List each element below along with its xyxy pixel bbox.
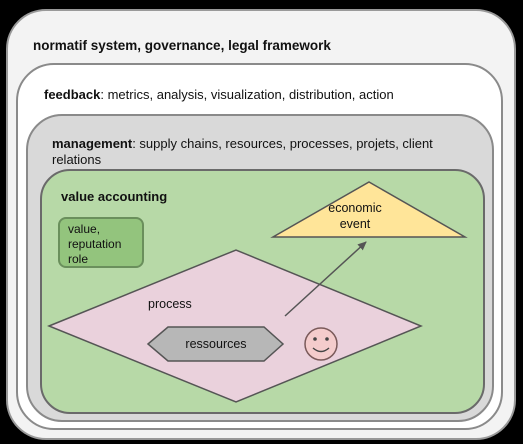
smiley-face-icon bbox=[304, 327, 338, 361]
normatif-title: normatif system, governance, legal frame… bbox=[33, 38, 331, 53]
management-detail: : supply chains, resources, processes, p… bbox=[52, 136, 433, 167]
feedback-detail: : metrics, analysis, visualization, dist… bbox=[100, 87, 394, 102]
resources-hexagon bbox=[146, 326, 285, 362]
value-accounting-title: value accounting bbox=[61, 189, 168, 204]
economic-event-label: economic event bbox=[325, 200, 385, 232]
arrow-icon bbox=[284, 241, 367, 317]
value-box-line2: reputation bbox=[68, 237, 122, 251]
economic-event-triangle bbox=[270, 181, 468, 238]
value-box-line3: role bbox=[68, 252, 89, 266]
feedback-title: feedback bbox=[44, 87, 101, 102]
resources-label: ressources bbox=[185, 337, 247, 351]
event-line2: event bbox=[339, 217, 371, 231]
feedback-label: feedback: metrics, analysis, visualizati… bbox=[44, 87, 394, 103]
management-title: management bbox=[52, 136, 133, 151]
process-diamond bbox=[47, 249, 423, 403]
value-reputation-box: value, reputation role bbox=[58, 217, 144, 268]
process-label: process bbox=[148, 297, 192, 311]
event-line1: economic bbox=[328, 201, 382, 215]
value-box-line1: value, bbox=[68, 222, 101, 236]
management-label: management: supply chains, resources, pr… bbox=[52, 136, 472, 168]
